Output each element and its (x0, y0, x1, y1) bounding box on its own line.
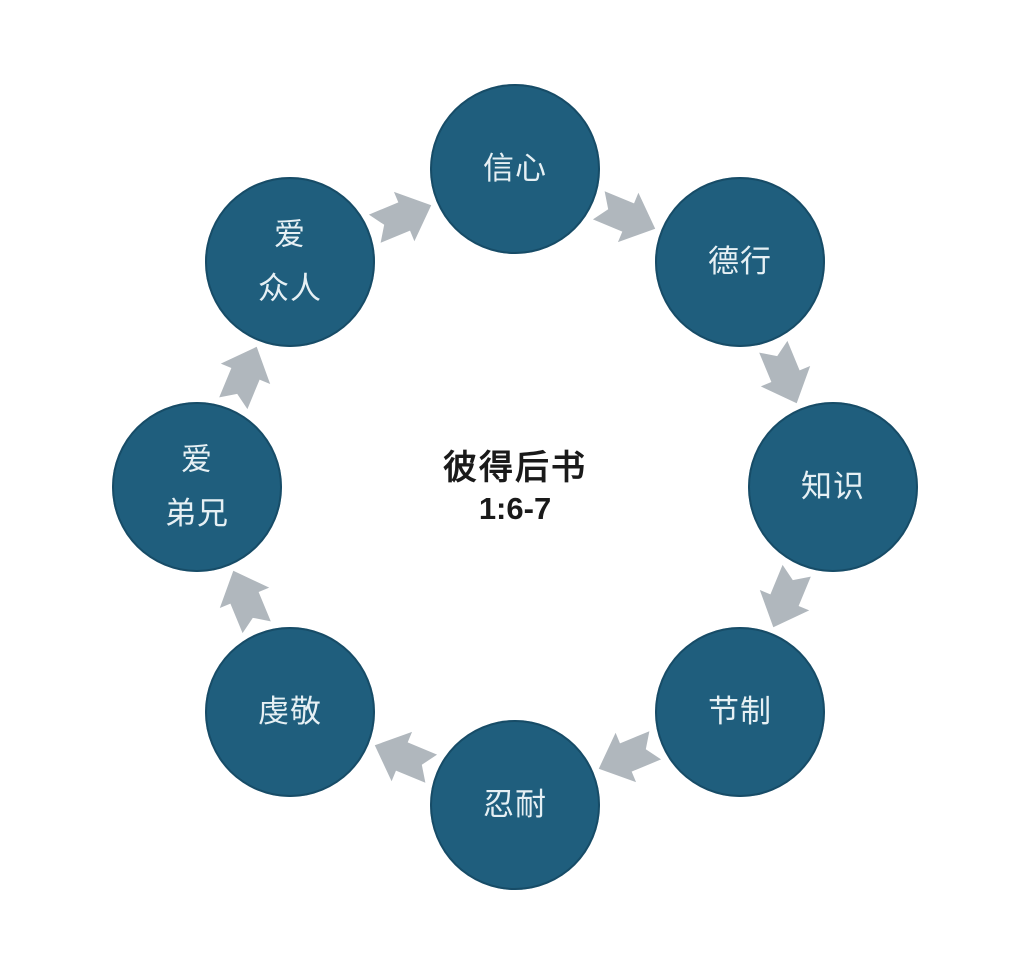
node-label: 德行 (708, 243, 772, 279)
node-label: 弟兄 (165, 496, 229, 531)
arrow-brotherly-love-to-love-for-all-icon (207, 335, 283, 416)
arrow-love-for-all-to-faith-icon (363, 179, 444, 255)
arrow-knowledge-to-self-control-icon (747, 559, 823, 640)
node-label: 众人 (258, 271, 322, 306)
node-label: 爱 (181, 441, 213, 477)
scripture-verse-range: 1:6-7 (478, 490, 552, 526)
arrow-self-control-to-patience-icon (587, 719, 668, 795)
scripture-reference: 彼得后书 1:6-7 (365, 447, 665, 527)
cycle-node-brotherly-love: 爱 弟兄 (112, 402, 282, 572)
arrow-godliness-to-brotherly-love-icon (207, 559, 283, 640)
node-label: 忍耐 (483, 786, 547, 822)
cycle-node-self-control: 节制 (655, 627, 825, 797)
cycle-node-patience: 忍耐 (430, 720, 600, 890)
cycle-node-love-for-all: 爱 众人 (205, 177, 375, 347)
arrow-patience-to-godliness-icon (363, 719, 444, 795)
cycle-node-virtue: 德行 (655, 177, 825, 347)
node-label: 爱 (274, 216, 306, 252)
cycle-node-godliness: 虔敬 (205, 627, 375, 797)
arrow-faith-to-virtue-icon (587, 179, 668, 255)
scripture-book-title: 彼得后书 (443, 449, 587, 487)
node-label: 虔敬 (258, 693, 322, 729)
cycle-node-knowledge: 知识 (748, 402, 918, 572)
node-label: 节制 (708, 693, 772, 729)
node-label: 信心 (483, 150, 547, 186)
node-label: 知识 (801, 468, 865, 504)
arrow-virtue-to-knowledge-icon (747, 335, 823, 416)
cycle-node-faith: 信心 (430, 84, 600, 254)
